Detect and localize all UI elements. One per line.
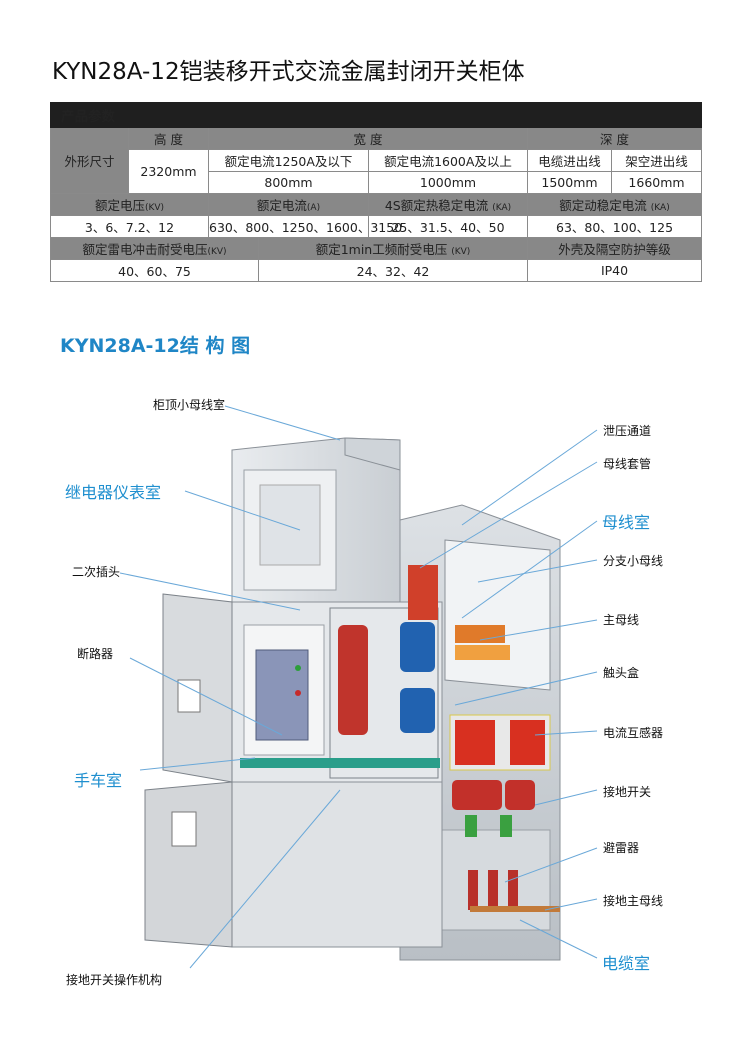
- label-main-bus: 主母线: [603, 613, 640, 627]
- rated-current-header: 额定电流(A): [208, 193, 369, 216]
- rated-current-value: 630、800、1250、1600、3150: [208, 215, 402, 238]
- depth-value-1: 1500mm: [527, 171, 612, 194]
- label-bus-room: 母线室: [602, 513, 651, 532]
- width-sub-1: 额定电流1250A及以下: [208, 149, 369, 172]
- page-title: KYN28A-12铠装移开式交流金属封闭开关柜体: [52, 59, 525, 85]
- label-truck-room: 手车室: [74, 771, 123, 790]
- dynamic-current-value: 63、80、100、125: [526, 215, 703, 238]
- structure-title: KYN28A-12结 构 图: [60, 335, 251, 357]
- label-earth-switch: 接地开关: [603, 785, 652, 799]
- top-bus-chamber: [231, 437, 401, 603]
- rated-voltage-header: 额定电压(KV): [50, 193, 209, 216]
- label-arrester: 避雷器: [603, 841, 640, 855]
- width-value-1: 800mm: [208, 171, 369, 194]
- power-freq-voltage-header: 额定1min工频耐受电压 (KV): [258, 237, 528, 260]
- label-relay-room: 继电器仪表室: [65, 483, 162, 502]
- width-header: 宽 度: [208, 127, 528, 150]
- depth-header: 深 度: [526, 127, 703, 150]
- height-header: 高 度: [128, 127, 209, 150]
- label-top-bus: 柜顶小母线室: [153, 398, 226, 412]
- front-door: [144, 593, 233, 948]
- rated-voltage-value: 3、6、7.2、12: [50, 215, 209, 238]
- label-breaker: 断路器: [77, 647, 114, 661]
- label-vent: 泄压通道: [603, 424, 652, 438]
- protection-class-value: IP40: [526, 259, 703, 282]
- width-sub-2: 额定电流1600A及以上: [368, 149, 528, 172]
- thermal-current-header: 4S额定热稳定电流 (KA): [368, 193, 528, 216]
- lightning-voltage-value: 40、60、75: [50, 259, 259, 282]
- label-secondary-plug: 二次插头: [72, 565, 121, 579]
- switchgear-diagram: [119, 405, 598, 969]
- label-contact-box: 触头盒: [603, 666, 640, 680]
- dynamic-current-header: 额定动稳定电流 (KA): [526, 193, 703, 216]
- table-header: 产品参数: [49, 102, 703, 128]
- label-ct: 电流互感器: [603, 726, 664, 740]
- height-value: 2320mm: [128, 149, 209, 194]
- width-value-2: 1000mm: [368, 171, 528, 194]
- depth-value-2: 1660mm: [610, 171, 703, 194]
- depth-sub-1: 电缆进出线: [527, 149, 612, 172]
- busbars-and-insulators: [338, 565, 560, 912]
- dim-label: 外形尺寸: [50, 127, 129, 194]
- label-bushing: 母线套管: [603, 457, 652, 471]
- depth-sub-2: 架空进出线: [610, 149, 703, 172]
- power-freq-voltage-value: 24、32、42: [258, 259, 528, 282]
- protection-class-header: 外壳及隔空防护等级: [526, 237, 703, 260]
- parameters-table: 产品参数 外形尺寸 高 度 宽 度 深 度 2320mm 额定电流1250A及以…: [49, 102, 703, 282]
- lightning-voltage-header: 额定雷电冲击耐受电压(KV): [50, 237, 259, 260]
- label-earth-operating: 接地开关操作机构: [66, 973, 163, 987]
- label-cable-room: 电缆室: [602, 954, 651, 973]
- thermal-current-value: 25、31.5、40、50: [368, 215, 528, 238]
- label-branch-bus: 分支小母线: [603, 554, 664, 568]
- label-earth-bus: 接地主母线: [603, 894, 664, 908]
- leader-lines: [119, 405, 598, 969]
